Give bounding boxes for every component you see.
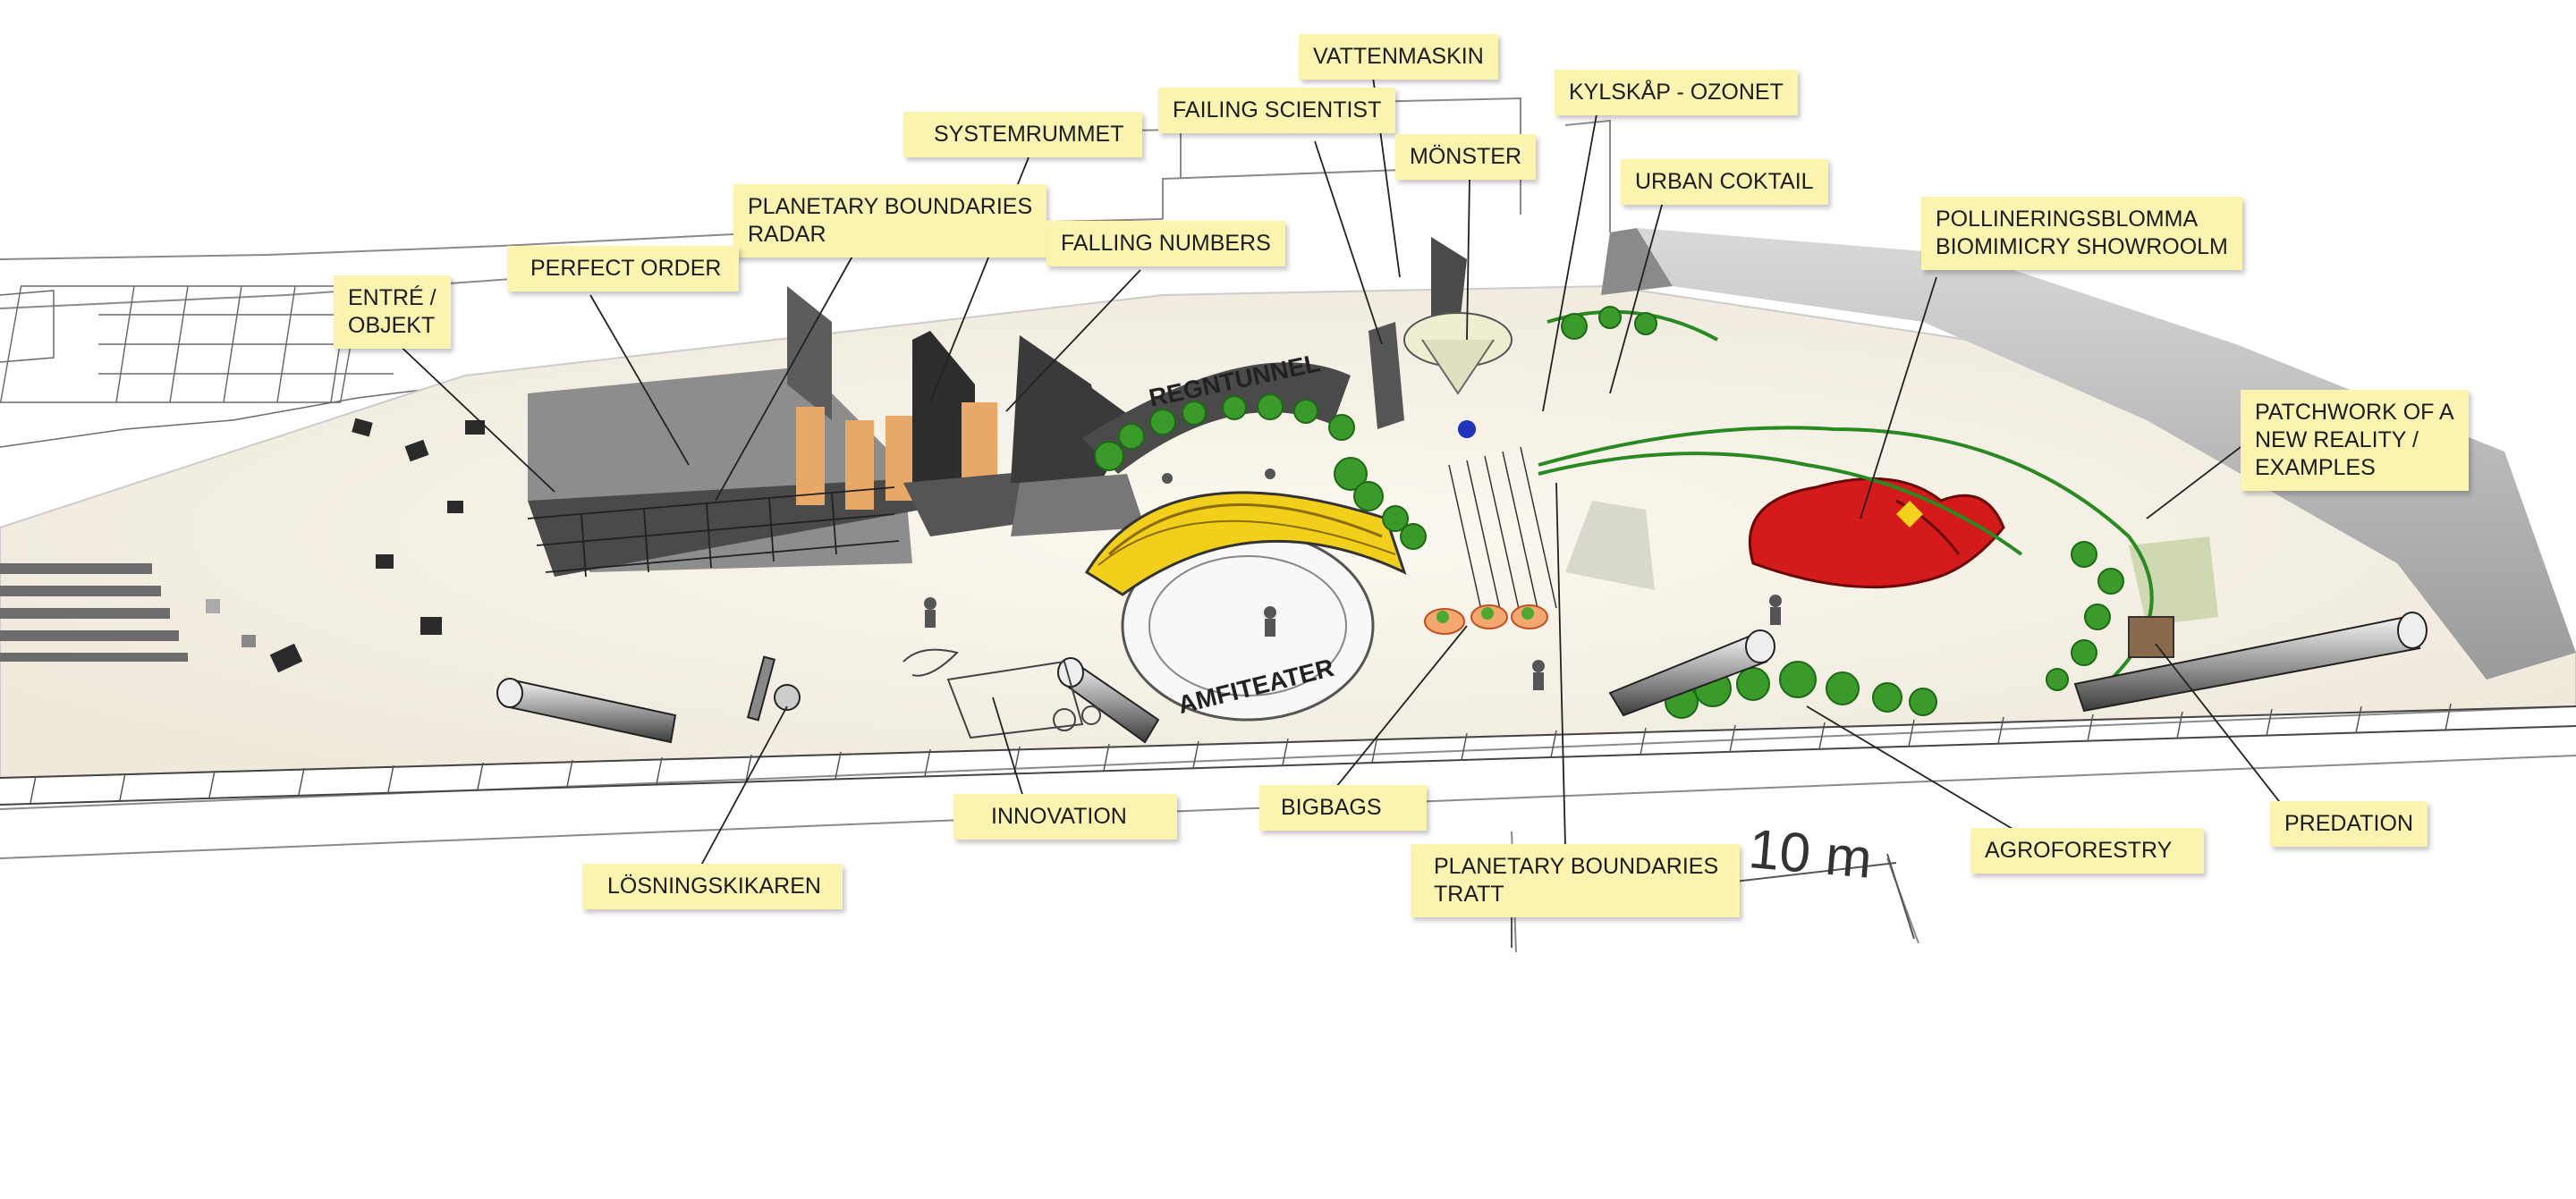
entrance-bars	[0, 563, 188, 662]
amphitheater	[1084, 491, 1407, 722]
label-predation: PREDATION	[2270, 801, 2428, 847]
label-patchwork: PATCHWORK OF A NEW REALITY / EXAMPLES	[2241, 390, 2469, 491]
grid-sketch	[0, 285, 466, 448]
regntunnel	[1082, 362, 1351, 474]
binoculars-object	[746, 655, 801, 722]
plants-right	[1561, 306, 2124, 719]
scale-label: 10 m	[1746, 818, 1875, 891]
floor-edge	[0, 705, 2576, 806]
bigbags	[1424, 604, 1548, 635]
label-failing-scientist: FAILING SCIENTIST	[1158, 88, 1396, 133]
predation-object	[2128, 616, 2174, 658]
label-vattenmaskin: VATTENMASKIN	[1299, 34, 1498, 80]
tratt-lines	[1448, 446, 1557, 627]
label-systemrummet: SYSTEMRUMMET	[903, 112, 1142, 157]
label-pollineringsblomma: POLLINERINGSBLOMMA BIOMIMICRY SHOWROOLM	[1921, 197, 2242, 270]
label-perfect-order: PERFECT ORDER	[507, 246, 740, 291]
label-bigbags: BIGBAGS	[1259, 785, 1427, 831]
plants-left	[1094, 393, 1427, 550]
label-kylskap-ozonet: KYLSKÅP - OZONET	[1555, 70, 1798, 115]
entrance-objects	[206, 418, 485, 673]
label-planetary-boundaries-tratt: PLANETARY BOUNDARIES TRATT	[1411, 844, 1741, 917]
innovation-sketch	[902, 648, 1101, 739]
systemrummet-structure	[527, 286, 1118, 578]
label-losningskikaren: LÖSNINGSKIKAREN	[582, 864, 843, 909]
tubes	[496, 612, 2428, 744]
figures	[924, 469, 1782, 690]
label-falling-numbers: FALLING NUMBERS	[1046, 221, 1285, 266]
label-innovation: INNOVATION	[953, 794, 1177, 840]
label-monster: MÖNSTER	[1395, 134, 1536, 180]
label-agroforestry: AGROFORESTRY	[1970, 828, 2205, 874]
label-planetary-boundaries-radar: PLANETARY BOUNDARIES RADAR	[733, 184, 1047, 258]
label-entre-objekt: ENTRÉ / OBJEKT	[334, 275, 451, 349]
vattenmaskin-object	[1368, 237, 1513, 438]
label-urban-coktail: URBAN COKTAIL	[1621, 159, 1828, 205]
